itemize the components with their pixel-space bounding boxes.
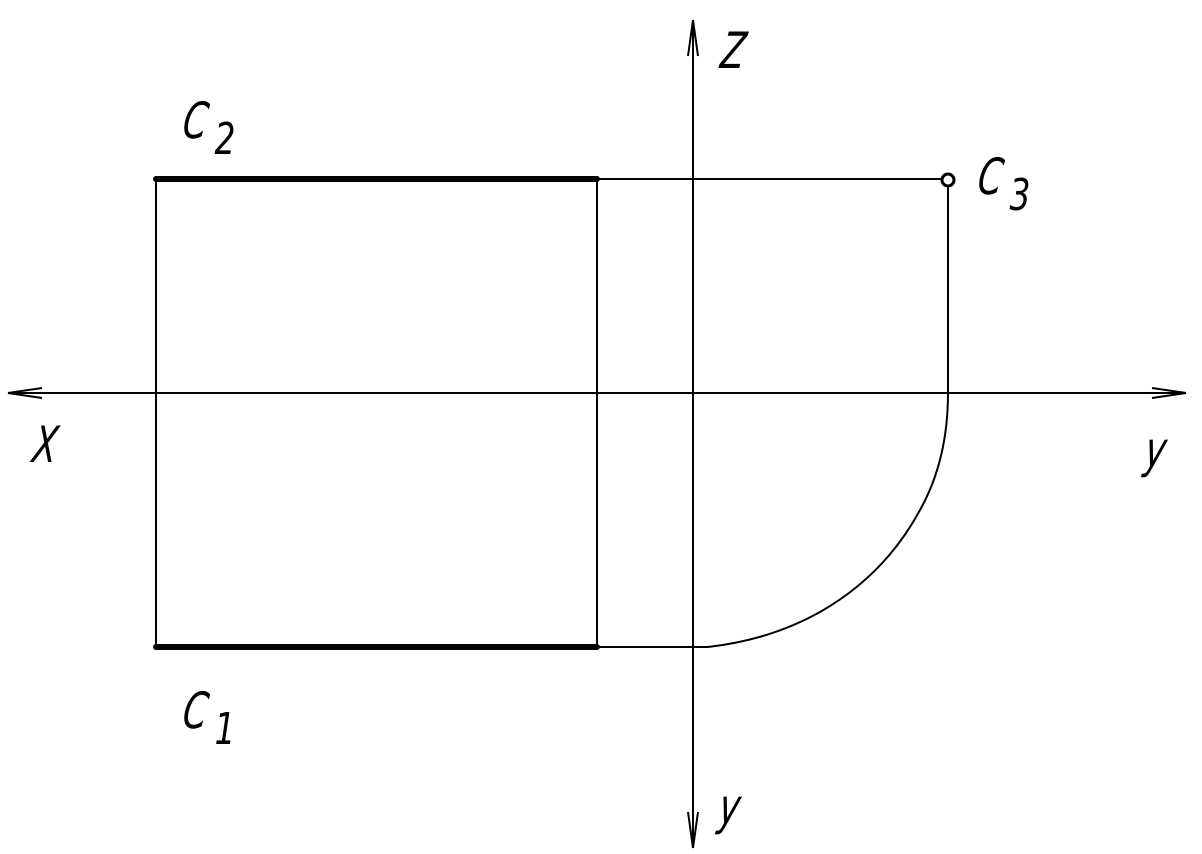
quarter-arc (707, 392, 949, 648)
y-vertical-axis-arrowhead (687, 811, 699, 849)
y-axis-arrowhead (1151, 387, 1187, 399)
y-axis-label-vertical: y (715, 778, 745, 836)
label-c3: C3 (974, 148, 1031, 221)
x-axis-label: X (29, 416, 62, 474)
z-axis-arrowhead (687, 19, 699, 57)
y-axis-label-horizontal: y (1141, 421, 1171, 479)
point-c3 (940, 172, 956, 188)
z-axis-label: Z (717, 22, 750, 80)
x-axis-arrowhead (7, 387, 43, 399)
label-c2: C2 (179, 92, 236, 165)
label-c1: C1 (179, 682, 236, 755)
